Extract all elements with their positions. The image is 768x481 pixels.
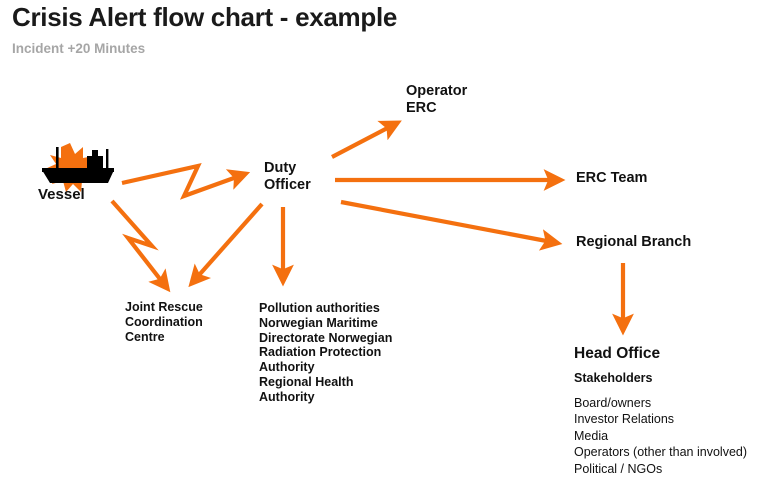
node-label-operator-erc: Operator ERC [406, 83, 468, 117]
edge-duty-officer-to-jrcc [188, 202, 264, 288]
node-label-duty-officer: Duty Officer [264, 160, 311, 194]
page-title: Crisis Alert flow chart - example [12, 2, 398, 32]
head-office-subtitle: Stakeholders [574, 370, 653, 385]
list-item: Investor Relations [574, 412, 675, 427]
ship-superstructure [87, 156, 103, 171]
node-label-jrcc: Joint Rescue Coordination Centre [125, 300, 203, 344]
ship-explosion-icon [42, 143, 114, 192]
list-item: Political / NGOs [574, 461, 663, 476]
ship-mast [56, 147, 59, 171]
ship-funnel [92, 150, 98, 158]
node-head-office: Head Office Stakeholders Board/owners In… [574, 345, 747, 477]
ship-mast-aft [106, 149, 109, 171]
node-label-erc-team: ERC Team [576, 170, 648, 186]
ship-deck [42, 168, 114, 172]
ship-hull [42, 170, 114, 183]
node-label-authorities: Pollution authorities Norwegian Maritime… [259, 301, 393, 404]
head-office-title: Head Office [574, 345, 661, 362]
node-label-vessel: Vessel [38, 186, 85, 203]
edge-duty-officer-to-operator-erc [331, 120, 402, 159]
edge-duty-officer-to-regional-branch [340, 199, 563, 251]
list-item: Board/owners [574, 395, 652, 410]
stakeholder-list: Board/owners Investor Relations Media Op… [574, 395, 747, 478]
edge-vessel-to-duty-officer [121, 163, 251, 200]
list-item: Media [574, 428, 609, 443]
page-subtitle: Incident +20 Minutes [12, 41, 146, 56]
list-item: Operators (other than involved) [574, 445, 748, 460]
edge-vessel-to-jrcc [110, 199, 171, 293]
node-label-regional-branch: Regional Branch [576, 234, 692, 250]
